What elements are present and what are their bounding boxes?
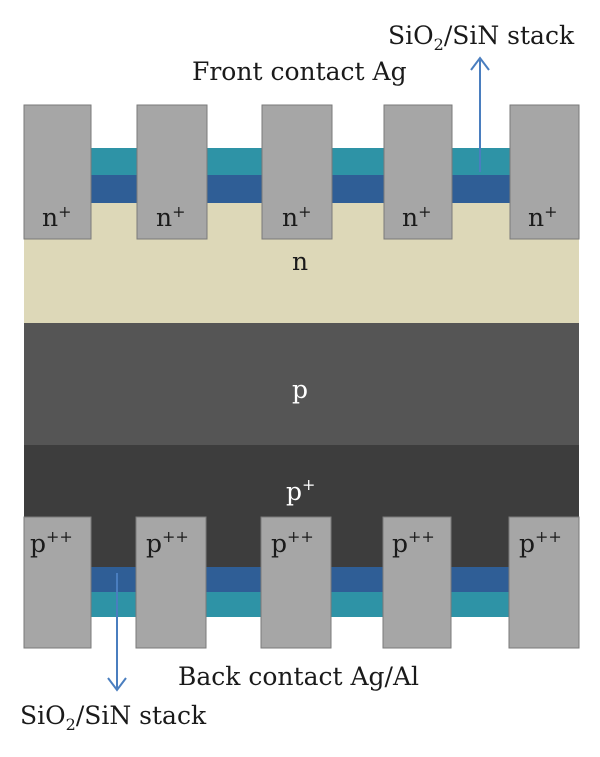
back-contacts [23, 516, 580, 649]
front-stack-label: SiO2/SiN stack [388, 21, 575, 54]
back-stack-label: SiO2/SiN stack [20, 701, 207, 734]
n-plus-label-1: n+ [42, 202, 72, 232]
back-stack-arrow [107, 573, 127, 692]
p-plus-plus-label-3: p++ [271, 527, 314, 558]
front-contact-1 [23, 104, 92, 240]
n-layer-label: n [292, 247, 308, 276]
n-plus-label-5: n+ [528, 202, 558, 232]
n-plus-label-2: n+ [156, 202, 186, 232]
back-contact-5 [508, 516, 580, 649]
n-plus-label-4: n+ [402, 202, 432, 232]
front-contact-label: Front contact Ag [192, 57, 407, 86]
front-contact-3 [261, 104, 333, 240]
p-layer [24, 323, 579, 445]
back-contact-2 [135, 516, 207, 649]
front-stack-arrow [470, 56, 490, 172]
back-contact-1 [23, 516, 92, 649]
n-plus-label-3: n+ [282, 202, 312, 232]
p-layer-label: p [292, 375, 308, 404]
front-contacts [23, 104, 580, 240]
front-contact-2 [136, 104, 208, 240]
front-contact-4 [383, 104, 453, 240]
back-contact-3 [260, 516, 332, 649]
p-plus-label: p+ [286, 475, 315, 506]
back-contact-4 [382, 516, 452, 649]
p-plus-plus-label-2: p++ [146, 527, 189, 558]
front-contact-5 [509, 104, 580, 240]
p-plus-plus-label-5: p++ [519, 527, 562, 558]
back-contact-label: Back contact Ag/Al [178, 662, 419, 691]
p-plus-plus-label-1: p++ [30, 527, 73, 558]
p-plus-plus-label-4: p++ [392, 527, 435, 558]
